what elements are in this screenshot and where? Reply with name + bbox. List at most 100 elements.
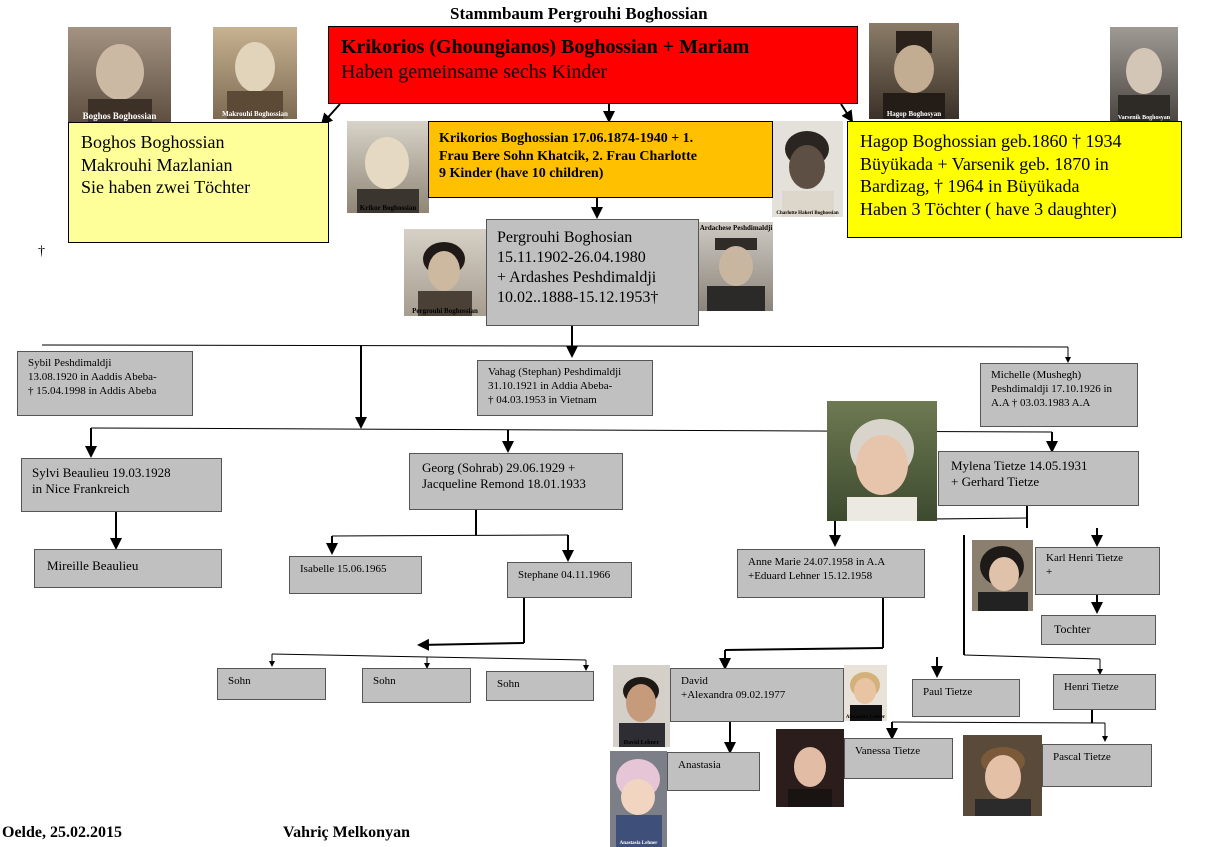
mylena-photo: [827, 401, 937, 521]
photo-caption: Ardachese Peshdimaldji: [699, 224, 773, 232]
box-line: + Ardashes Peshdimaldji: [497, 269, 657, 286]
box-line: David: [681, 675, 708, 687]
box-line: † 04.03.1953 in Vietnam: [488, 393, 597, 406]
karlhenri-photo: [972, 540, 1033, 611]
hagop-photo: Hagop Boghosyan: [869, 23, 959, 119]
paul-box: Paul Tietze: [912, 679, 1020, 717]
ardachese-photo: Ardachese Peshdimaldji: [699, 222, 773, 311]
sohn-box-3: Sohn: [486, 671, 594, 701]
sylvi-box: Sylvi Beaulieu 19.03.1928 in Nice Frankr…: [21, 458, 222, 512]
person-icon: [707, 238, 765, 311]
box-line: Pergrouhi Boghosian: [497, 229, 633, 246]
krikor-box: Krikorios Boghossian 17.06.1874-1940 + 1…: [428, 121, 773, 198]
person-icon: [782, 131, 834, 217]
footer-place-date: Oelde, 25.02.2015: [2, 824, 122, 841]
isabelle-box: Isabelle 15.06.1965: [289, 556, 422, 594]
root-couple-note: Haben gemeinsame sechs Kinder: [341, 61, 608, 83]
box-line: Frau Bere Sohn Khatcik, 2. Frau Charlott…: [439, 148, 697, 164]
charlotte-photo: Charlotte Hakeri Boghossian: [772, 121, 843, 217]
photo-caption: David Lehner: [623, 740, 660, 746]
person-icon: [883, 31, 945, 119]
box-line: +Alexandra 09.02.1977: [681, 688, 786, 701]
photo-caption: Varsenik Boghosyan: [1117, 115, 1171, 121]
box-line: Sylvi Beaulieu 19.03.1928: [32, 465, 171, 480]
person-icon: [847, 419, 917, 521]
box-line: Stephane 04.11.1966: [518, 569, 611, 581]
box-line: Haben 3 Töchter ( have 3 daughter): [860, 198, 1117, 219]
person-icon: [1118, 48, 1170, 122]
person-icon: [975, 747, 1031, 816]
varsenik-photo: Varsenik Boghosyan: [1110, 27, 1178, 122]
vanessa-box: Vanessa Tietze: [844, 738, 953, 779]
box-line: Michelle (Mushegh): [991, 369, 1082, 381]
vahag-box: Vahag (Stephan) Peshdimaldji 31.10.1921 …: [477, 360, 653, 416]
person-icon: [978, 546, 1028, 611]
annemarie-box: Anne Marie 24.07.1958 in A.A +Eduard Leh…: [737, 549, 925, 598]
photo-caption: Charlotte Hakeri Boghossian: [776, 211, 839, 216]
photo-caption: Makrouhi Boghossian: [222, 110, 288, 118]
box-line: Tochter: [1054, 622, 1091, 636]
box-line: 10.02..1888-15.12.1953†: [497, 289, 659, 306]
box-line: Makrouhi Mazlanian: [81, 154, 233, 175]
box-line: Peshdimaldji 17.10.1926 in: [991, 382, 1112, 395]
boghos-box: Boghos Boghossian Makrouhi Mazlanian Sie…: [68, 122, 329, 243]
dagger-mark: †: [38, 244, 45, 259]
photo-caption: Alexandra Lehner: [845, 715, 886, 720]
footer-author: Vahriç Melkonyan: [283, 824, 410, 841]
david-box: David +Alexandra 09.02.1977: [670, 668, 844, 722]
sybil-box: Sybil Peshdimaldji 13.08.1920 in Aaddis …: [17, 351, 193, 416]
box-line: Sohn: [373, 675, 396, 687]
pascal-photo: [963, 735, 1042, 816]
person-icon: [88, 44, 152, 122]
box-line: Sie haben zwei Töchter: [81, 177, 251, 197]
box-line: Jacqueline Remond 18.01.1933: [422, 476, 586, 492]
box-line: in Nice Frankreich: [32, 481, 130, 497]
box-line: + Gerhard Tietze: [951, 474, 1040, 490]
georg-box: Georg (Sohrab) 29.06.1929 + Jacqueline R…: [409, 453, 623, 510]
mylena-box: Mylena Tietze 14.05.1931 + Gerhard Tietz…: [938, 451, 1139, 506]
root-couple-box: Krikorios (Ghoungianos) Boghossian + Mar…: [328, 26, 858, 104]
person-icon: [850, 672, 882, 721]
photo-caption: Anastasia Lehner: [619, 841, 658, 846]
hagop-box: Hagop Boghossian geb.1860 † 1934 Büyükad…: [847, 121, 1182, 238]
anastasia-photo: Anastasia Lehner: [610, 751, 667, 847]
karlhenri-box: Karl Henri Tietze +: [1035, 547, 1160, 595]
box-line: Sohn: [497, 678, 520, 690]
box-line: Sybil Peshdimaldji: [28, 357, 112, 369]
photo-caption: Hagop Boghosyan: [886, 110, 942, 118]
person-icon: [357, 137, 419, 213]
mireille-box: Mireille Beaulieu: [34, 549, 222, 588]
box-line: 9 Kinder (have 10 children): [439, 166, 604, 181]
stephane-box: Stephane 04.11.1966: [507, 562, 632, 598]
box-line: Krikorios Boghossian 17.06.1874-1940 + 1…: [439, 131, 694, 146]
krikor-photo: Krikor Boghossian: [347, 121, 429, 213]
photo-caption: Pergrouhi Boghossian: [412, 307, 478, 315]
box-line: Anne Marie 24.07.1958 in A.A: [748, 556, 886, 568]
box-line: Bardizag, † 1964 in Büyükada: [860, 176, 1080, 196]
box-line: +: [1046, 565, 1053, 578]
box-line: Hagop Boghossian geb.1860 † 1934: [860, 131, 1122, 151]
box-line: Pascal Tietze: [1053, 751, 1111, 763]
sohn-box-1: Sohn: [217, 668, 326, 700]
box-line: +Eduard Lehner 15.12.1958: [748, 569, 873, 582]
box-line: Karl Henri Tietze: [1046, 552, 1123, 564]
photo-caption: Boghos Boghossian: [82, 111, 157, 121]
box-line: Mireille Beaulieu: [47, 558, 139, 573]
box-line: 31.10.1921 in Addia Abeba-: [488, 379, 613, 392]
alexandra-photo: Alexandra Lehner: [844, 665, 887, 721]
vanessa-photo: [776, 729, 844, 807]
pergrouhi-photo: Pergrouhi Boghossian: [404, 229, 486, 316]
box-line: A.A † 03.03.1983 A.A: [991, 396, 1091, 409]
person-icon: [619, 677, 665, 747]
box-line: Georg (Sohrab) 29.06.1929 +: [422, 460, 576, 475]
box-line: Mylena Tietze 14.05.1931: [951, 458, 1088, 473]
box-line: Boghos Boghossian: [81, 132, 225, 152]
root-couple-name: Krikorios (Ghoungianos) Boghossian + Mar…: [341, 36, 750, 58]
box-line: † 15.04.1998 in Addis Abeba: [28, 384, 157, 397]
box-line: Vanessa Tietze: [855, 745, 921, 757]
box-line: Sohn: [228, 675, 251, 687]
tochter-box: Tochter: [1041, 615, 1156, 645]
box-line: Isabelle 15.06.1965: [300, 563, 387, 575]
person-icon: [788, 747, 832, 807]
